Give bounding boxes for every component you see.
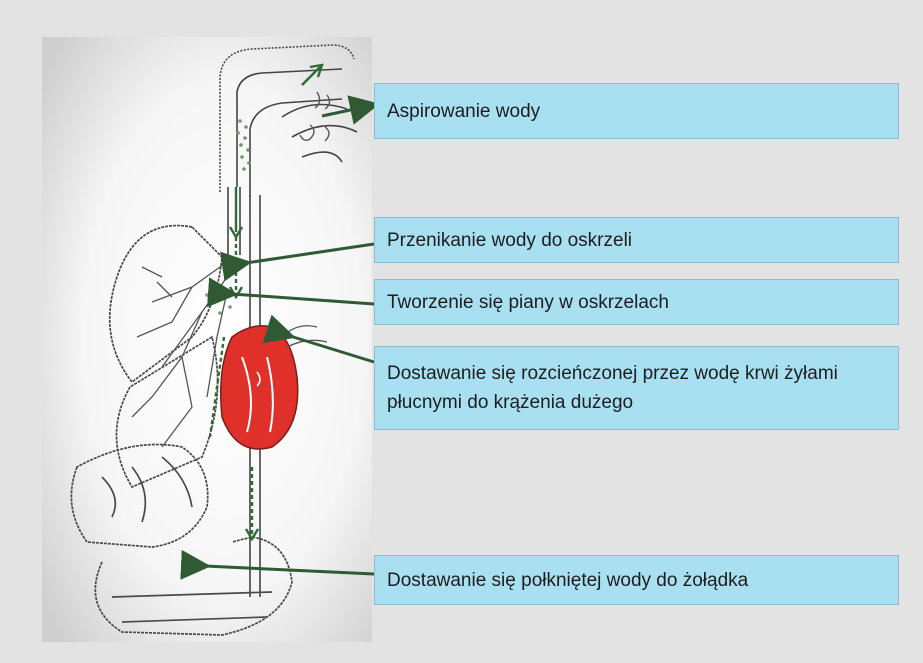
label-stomach-water: Dostawanie się połkniętej wody do żołądk…	[374, 555, 899, 605]
label-bronchi-penetration: Przenikanie wody do oskrzeli	[374, 217, 899, 263]
label-bronchi-penetration-text: Przenikanie wody do oskrzeli	[387, 226, 632, 255]
label-diluted-blood-text: Dostawanie się rozcieńczonej przez wodę …	[387, 359, 886, 417]
label-stomach-water-text: Dostawanie się połkniętej wody do żołądk…	[387, 566, 748, 595]
label-aspiration: Aspirowanie wody	[374, 83, 899, 139]
label-diluted-blood: Dostawanie się rozcieńczonej przez wodę …	[374, 346, 899, 430]
label-aspiration-text: Aspirowanie wody	[387, 97, 540, 126]
anatomical-drawing	[42, 37, 372, 642]
label-foam-formation-text: Tworzenie się piany w oskrzelach	[387, 288, 669, 317]
label-foam-formation: Tworzenie się piany w oskrzelach	[374, 279, 899, 325]
